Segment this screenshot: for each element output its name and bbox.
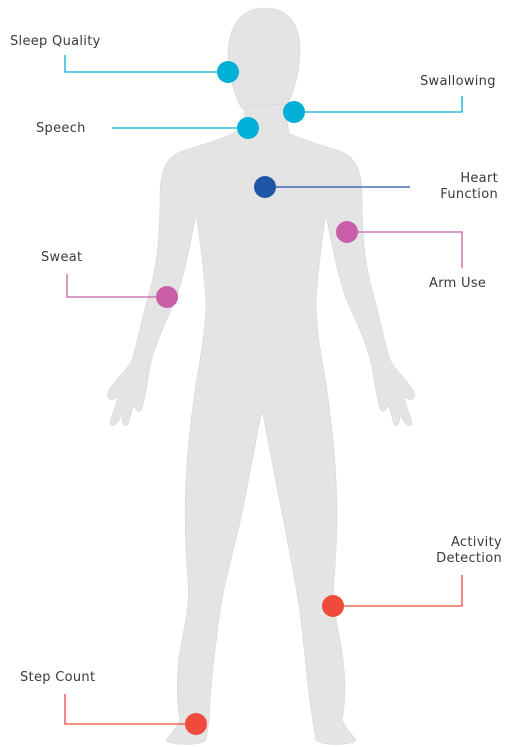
sleep-quality-dot bbox=[217, 61, 239, 83]
body-silhouette bbox=[108, 8, 415, 745]
activity-detection-dot bbox=[322, 595, 344, 617]
sleep-quality-label: Sleep Quality bbox=[10, 34, 101, 50]
swallowing-leader bbox=[294, 96, 462, 112]
sweat-dot bbox=[156, 286, 178, 308]
activity-detection-label-line1: Activity bbox=[418, 535, 502, 551]
activity-detection-label: Activity Detection bbox=[418, 535, 502, 567]
swallowing-dot bbox=[283, 101, 305, 123]
arm-use-dot bbox=[336, 221, 358, 243]
step-count-leader bbox=[65, 694, 196, 724]
heart-function-label-line2: Function bbox=[420, 187, 498, 203]
heart-function-dot bbox=[254, 176, 276, 198]
activity-detection-label-line2: Detection bbox=[418, 551, 502, 567]
sleep-quality-leader bbox=[65, 55, 228, 72]
heart-function-label: Heart Function bbox=[420, 171, 498, 203]
sweat-label: Sweat bbox=[41, 250, 82, 266]
torso-arms-shape bbox=[108, 130, 415, 745]
step-count-label: Step Count bbox=[20, 670, 95, 686]
speech-label: Speech bbox=[36, 121, 86, 137]
speech-dot bbox=[237, 117, 259, 139]
activity-detection-leader bbox=[333, 575, 462, 606]
swallowing-label: Swallowing bbox=[420, 74, 496, 90]
heart-function-label-line1: Heart bbox=[420, 171, 498, 187]
head-shape bbox=[228, 8, 300, 118]
arm-use-label: Arm Use bbox=[429, 276, 486, 292]
step-count-dot bbox=[185, 713, 207, 735]
